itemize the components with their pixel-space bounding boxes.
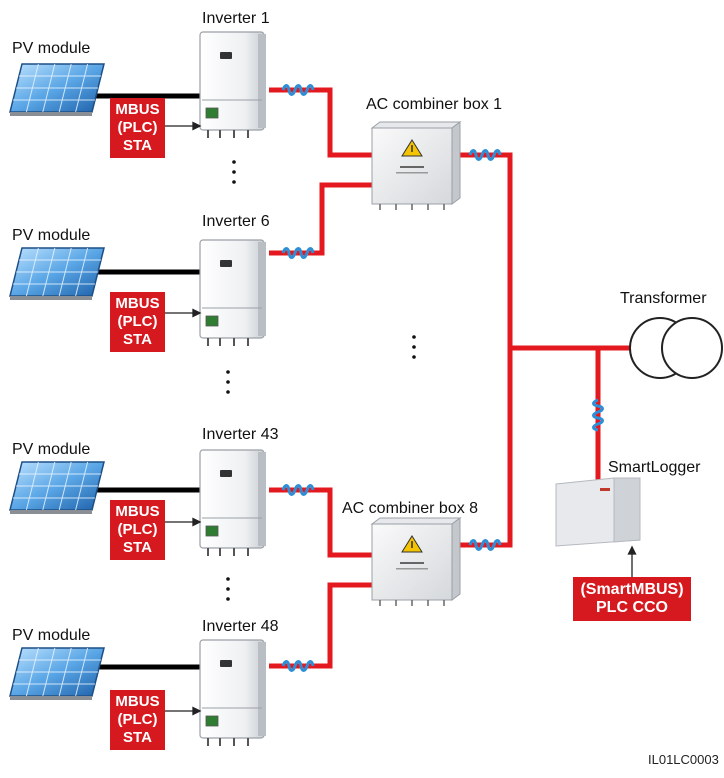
tag-line: (SmartMBUS) [580,581,684,598]
mbus-sta-tag: MBUS (PLC) STA [110,292,165,352]
mbus-sta-tag: MBUS (PLC) STA [110,690,165,750]
cable-inverter-48 [269,582,372,669]
tag-arrows [165,121,637,716]
tag-line: STA [123,137,152,154]
figure-code: IL01LC0003 [648,752,719,767]
mbus-sta-tag: MBUS (PLC) STA [110,500,165,560]
mbus-sta-tag: MBUS (PLC) STA [110,98,165,158]
tag-line: MBUS [115,101,160,118]
transformer-label: Transformer [620,290,707,307]
tag-line: STA [123,539,152,556]
dc-cables [96,93,200,670]
combiner-box-icon [371,517,461,607]
inverter-device-icon [199,449,267,557]
plc-cco-tag: (SmartMBUS) PLC CCO [573,577,691,621]
solar-panel-icon [9,461,105,515]
cable-box-1-to-bus [459,152,513,348]
more-dots [226,160,416,601]
solar-panel-icon [9,647,105,701]
inverter-device-icon [199,639,267,747]
smartlogger-device-icon [555,477,641,547]
tag-line: (PLC) [117,119,158,136]
inverter-label-48: Inverter 48 [202,618,279,635]
inverter-label-1: Inverter 1 [202,10,270,27]
smartlogger-label: SmartLogger [608,459,701,476]
cable-inverter-1 [269,87,372,158]
combiner-box-label-1: AC combiner box 1 [366,96,503,113]
solar-panel-icon [9,63,105,117]
tag-line: (PLC) [117,313,158,330]
combiner-box-icon [371,121,461,211]
inverter-device-icon [199,239,267,347]
tag-line: PLC CCO [596,599,668,616]
solar-panel-icon [9,247,105,301]
tag-line: STA [123,331,152,348]
inverter-label-43: Inverter 43 [202,426,279,443]
pv-module-label-1: PV module [12,40,91,57]
combiner-box-label-8: AC combiner box 8 [342,500,479,517]
transformer-icon [629,317,723,379]
tag-line: STA [123,729,152,746]
pv-module-label-3: PV module [12,441,91,458]
inverter-label-6: Inverter 6 [202,213,270,230]
pv-module-label-2: PV module [12,227,91,244]
pv-module-label-4: PV module [12,627,91,644]
tag-line: MBUS [115,295,160,312]
inverter-device-icon [199,31,267,139]
tag-line: (PLC) [117,521,158,538]
tag-line: MBUS [115,503,160,520]
tag-line: (PLC) [117,711,158,728]
cable-inverter-6 [269,182,372,256]
tag-line: MBUS [115,693,160,710]
